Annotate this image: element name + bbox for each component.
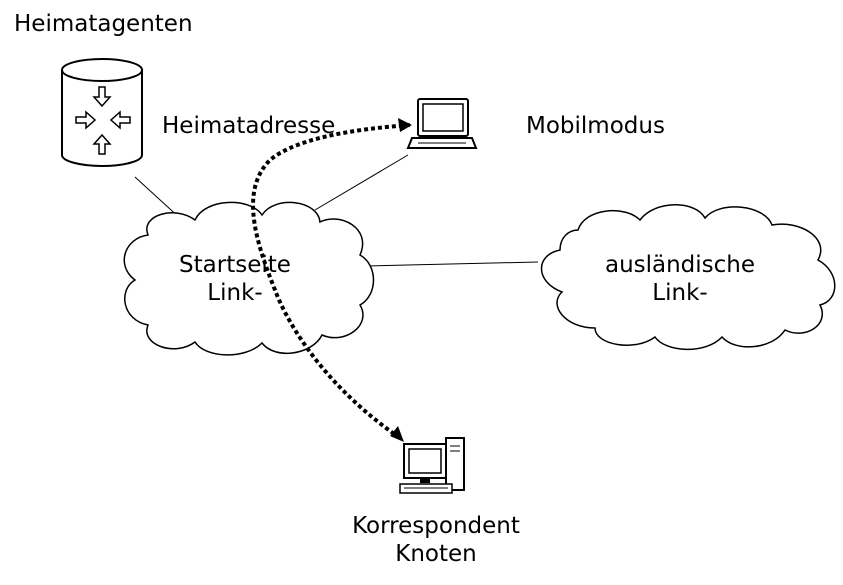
correspondent-label-line2: Knoten	[395, 541, 477, 567]
foreign-link-label-line1: ausländische	[604, 252, 756, 278]
correspondent-node-label: Korrespondent Knoten	[326, 512, 546, 568]
home-address-label: Heimatadresse	[162, 113, 336, 139]
foreign-link-label-line2: Link-	[652, 280, 708, 306]
home-agent-label: Heimatagenten	[14, 11, 193, 37]
mobile-node-label: Mobilmodus	[526, 113, 665, 139]
link-home-to-foreign	[366, 261, 539, 267]
correspondent-label-line1: Korrespondent	[352, 513, 520, 539]
foreign-link-label: ausländische Link-	[590, 251, 770, 307]
tunnel-path-dotted	[251, 123, 411, 440]
arrowhead-to-mobile-node	[398, 118, 412, 132]
laptop-icon	[406, 98, 478, 149]
home-link-label-line2: Link-	[207, 280, 263, 306]
desktop-computer-icon	[399, 437, 465, 494]
home-link-label-line1: Startseite	[179, 252, 291, 278]
router-cylinder-icon	[61, 58, 143, 167]
foreign-link-cloud	[540, 204, 836, 351]
home-link-label: Startseite Link-	[160, 251, 310, 307]
arrowhead-to-correspondent	[390, 426, 404, 442]
link-mobile-node-to-home-link	[314, 154, 409, 211]
